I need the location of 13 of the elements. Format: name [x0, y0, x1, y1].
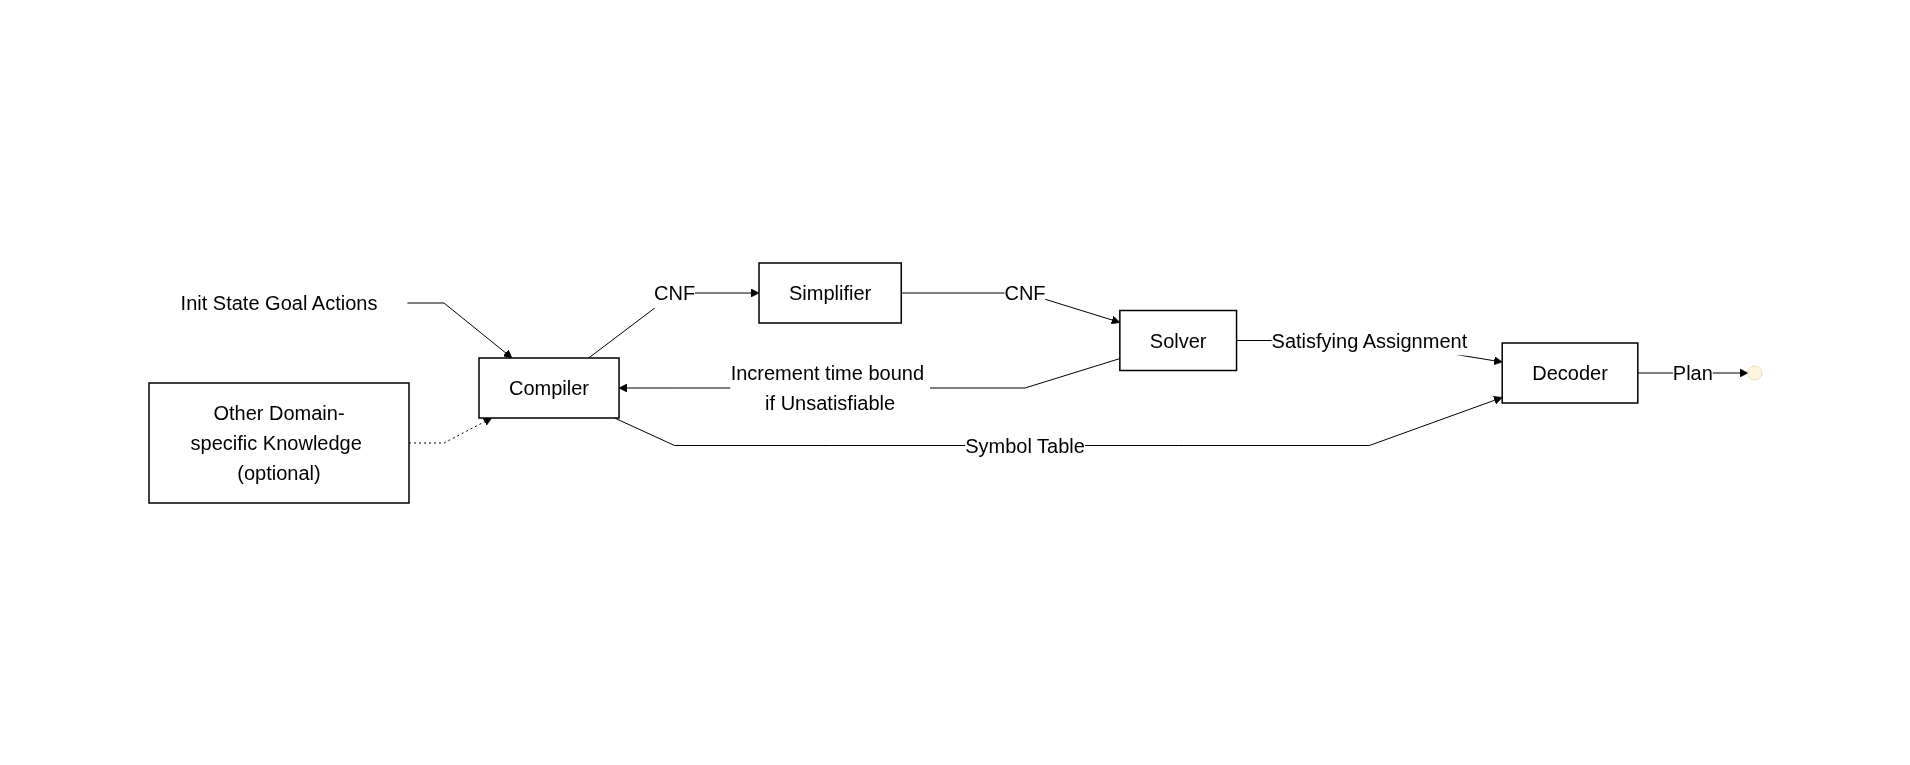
edge-label: Satisfying Assignment: [1271, 329, 1467, 351]
arrow: [406, 302, 512, 358]
edge-label: Plan: [1672, 361, 1713, 384]
edge-label: Symbol Table: [964, 434, 1085, 456]
edge-label: CNF: [1004, 281, 1046, 304]
node-box: Other Domain-specific Knowledge (optional): [147, 381, 410, 504]
node-text: Init State Goal Actions: [180, 291, 377, 314]
edge-label: Increment time bound if Unsatisfiable: [730, 361, 924, 414]
node-box: Decoder: [1501, 341, 1639, 404]
node-box: Simplifier: [757, 261, 902, 324]
node-box: Compiler: [477, 356, 620, 419]
node-box: Solver: [1118, 309, 1237, 371]
edge-label: CNF: [653, 281, 695, 304]
